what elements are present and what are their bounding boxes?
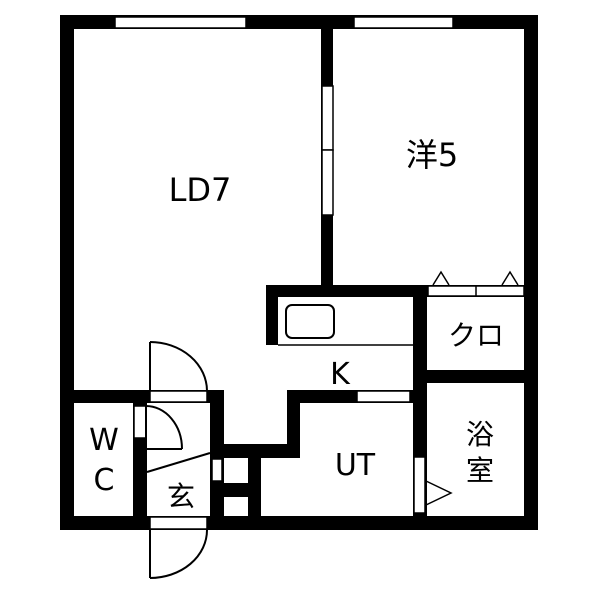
- wall-shoebox-horizontal: [210, 483, 261, 497]
- room-label-bath-1: 浴: [466, 418, 494, 451]
- outer-wall-right: [524, 15, 538, 530]
- entrance-door[interactable]: [149, 516, 208, 579]
- room-label-wc-c: C: [94, 463, 115, 498]
- outer-wall-bottom: [60, 516, 538, 530]
- room-label-wc-w: W: [89, 423, 119, 458]
- window-ld: [114, 16, 247, 29]
- room-label-ld: LD7: [169, 171, 232, 209]
- room-label-ut: UT: [335, 448, 376, 483]
- bath-door-arrow: [425, 480, 453, 506]
- ut-door[interactable]: [356, 390, 411, 403]
- window-bedroom: [353, 16, 454, 29]
- outer-wall-left: [60, 15, 74, 530]
- bath-door[interactable]: [413, 456, 453, 514]
- sliding-door-ld-bedroom[interactable]: [321, 85, 334, 216]
- wall-step-horizontal: [210, 444, 300, 458]
- sink-icon: [285, 304, 335, 339]
- closet-door-arrow-right: [501, 270, 519, 286]
- kitchen-counter: [278, 304, 413, 346]
- room-label-bedroom: 洋5: [406, 136, 458, 174]
- closet-doors[interactable]: [427, 270, 525, 297]
- wall-kitchen-left: [266, 285, 278, 345]
- room-label-kitchen: K: [330, 357, 351, 392]
- ld-door[interactable]: [149, 341, 208, 403]
- window-entrance-small: [211, 458, 223, 482]
- wall-step-vertical: [287, 390, 300, 458]
- room-label-bath-2: 室: [466, 454, 494, 487]
- wall-closet-bottom: [413, 370, 538, 383]
- closet-door-arrow-left: [432, 270, 450, 286]
- wc-door[interactable]: [133, 405, 183, 450]
- entrance-step-line: [146, 452, 211, 473]
- windows: [114, 16, 454, 482]
- room-label-closet: クロ: [448, 319, 504, 352]
- walls: [60, 15, 538, 530]
- room-label-entrance: 玄: [167, 480, 195, 513]
